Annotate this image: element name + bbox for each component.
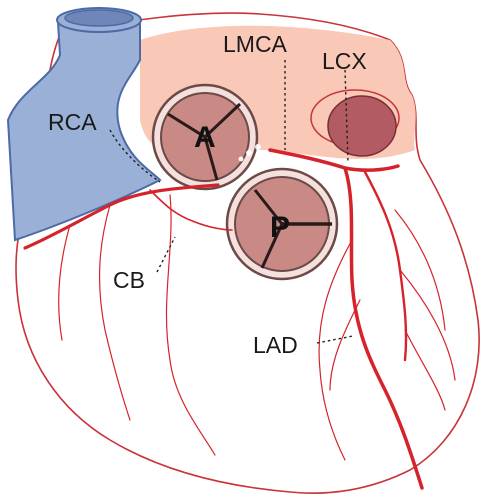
label-lmca: LMCA xyxy=(223,31,288,57)
label-pulmonary-valve: P xyxy=(270,211,290,244)
heart-body xyxy=(15,12,480,494)
label-aortic-valve: A xyxy=(194,121,216,154)
label-lad: LAD xyxy=(253,332,298,358)
label-cb: CB xyxy=(113,267,145,293)
lcx-artery xyxy=(363,170,408,362)
coronary-arteries xyxy=(23,148,456,490)
vessel-opening-inner xyxy=(64,9,134,27)
label-rca: RCA xyxy=(48,109,97,135)
pulmonary-valve xyxy=(225,167,339,281)
conus-branch xyxy=(149,189,233,231)
label-lcx: LCX xyxy=(322,48,367,74)
blue-vessel xyxy=(6,21,162,242)
aortic-valve xyxy=(151,83,261,191)
lcx-orifice xyxy=(327,95,397,157)
lad-artery xyxy=(343,166,424,490)
leader-lines xyxy=(109,60,354,344)
